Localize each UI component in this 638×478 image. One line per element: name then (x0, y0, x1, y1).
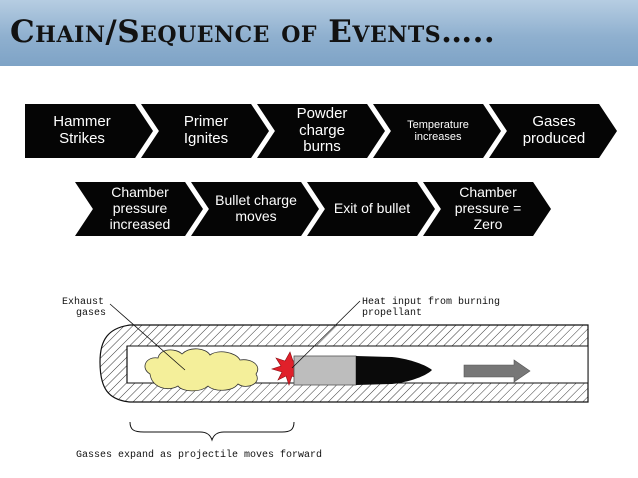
chain-step-label: Chamber pressure = Zero (454, 184, 522, 232)
chain-step-bullet-charge-moves: Bullet charge moves (191, 182, 319, 236)
chain-step-chamber-pressure-increased: Chamber pressure increased (75, 182, 203, 236)
cartridge-case (293, 355, 357, 386)
chain-step-temperature-increases: Temperature increases (373, 104, 501, 158)
page-title: Chain/Sequence of Events….. (10, 14, 496, 50)
chain-step-label: Primer Ignites (183, 113, 229, 147)
leader-exhaust (109, 303, 186, 371)
chain-step-powder-charge-burns: Powder charge burns (257, 104, 385, 158)
chain-step-hammer-strikes: Hammer Strikes (25, 104, 153, 158)
label-bottom: Gasses expand as projectile moves forwar… (76, 449, 322, 461)
chain-step-label: Chamber pressure increased (109, 184, 171, 232)
chain-step-exit-of-bullet: Exit of bullet (307, 182, 435, 236)
label-exhaust-line-2: gases (76, 308, 106, 319)
chain-step-label: Temperature increases (407, 118, 469, 143)
chain-step-gases-produced: Gases produced (489, 104, 617, 158)
chain-step-primer-ignites: Primer Ignites (141, 104, 269, 158)
chain-step-label: Bullet charge moves (215, 192, 297, 224)
chain-step-label: Gases produced (522, 113, 586, 147)
bullet (356, 356, 432, 385)
chain-step-chamber-pressure-zero: Chamber pressure = Zero (423, 182, 551, 236)
leader-heat (291, 300, 361, 369)
direction-arrow (463, 359, 531, 383)
label-heat-line-1: Heat input from burning (362, 296, 500, 308)
brace (129, 421, 295, 442)
title-band (0, 0, 638, 66)
chain-step-label: Exit of bullet (333, 200, 411, 217)
chain-step-label: Hammer Strikes (53, 113, 111, 147)
label-exhaust-line-1: Exhaust (62, 296, 104, 308)
label-heat-line-2: propellant (362, 307, 422, 319)
chain-step-label: Powder charge burns (296, 104, 348, 156)
